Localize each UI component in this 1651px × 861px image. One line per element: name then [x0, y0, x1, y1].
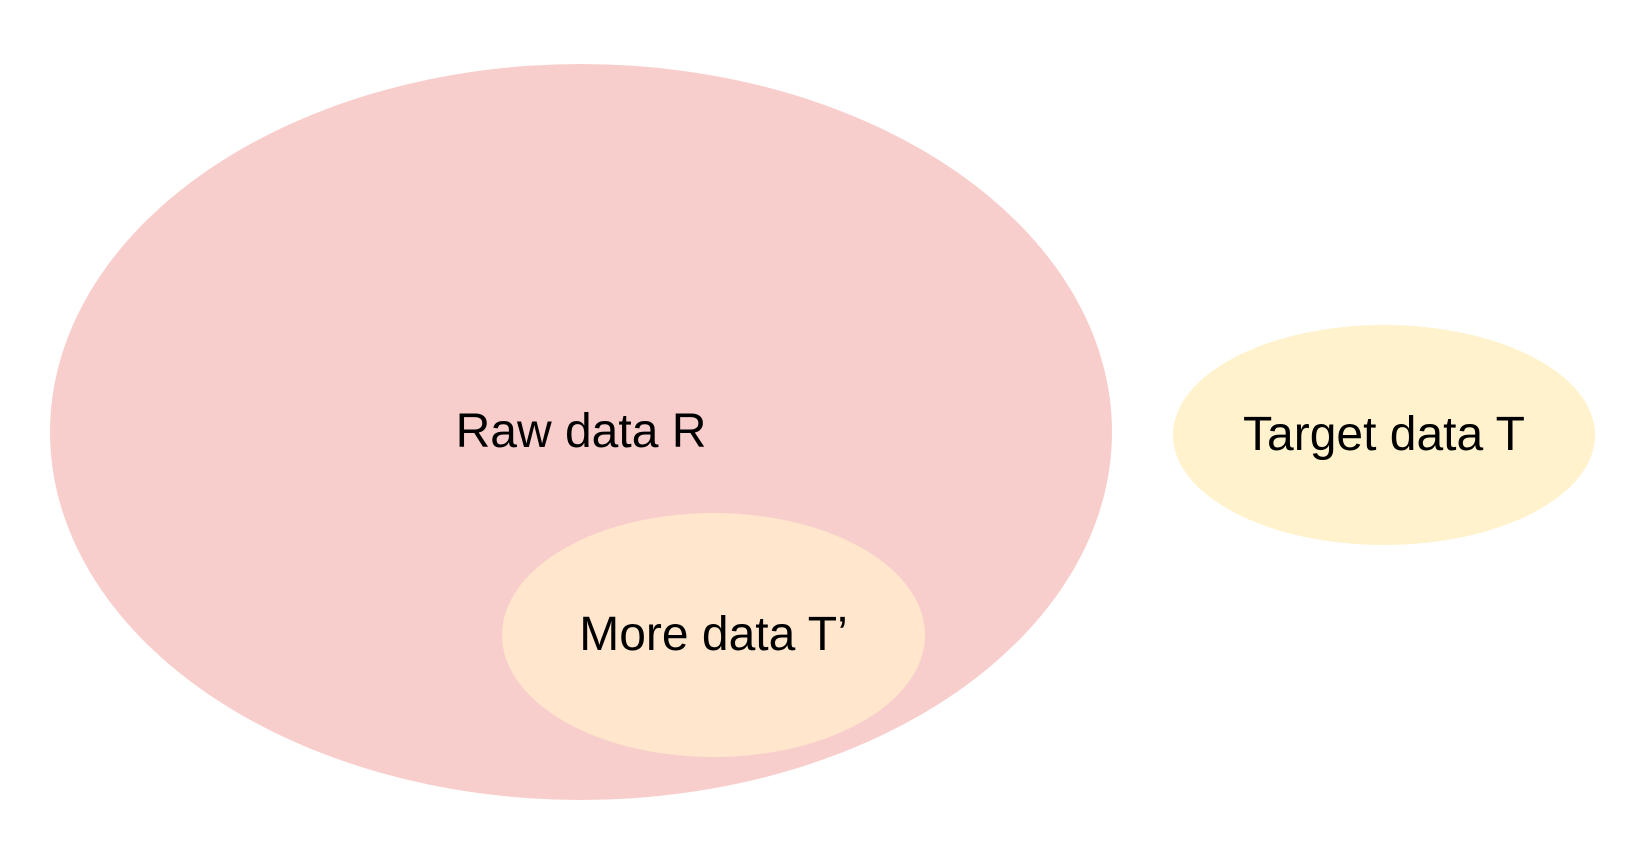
target-data-ellipse: Target data T — [1173, 325, 1595, 545]
raw-data-label: Raw data R — [455, 405, 707, 459]
more-data-label: More data T’ — [579, 608, 848, 662]
target-data-label: Target data T — [1243, 408, 1525, 462]
more-data-ellipse: More data T’ — [502, 513, 925, 757]
